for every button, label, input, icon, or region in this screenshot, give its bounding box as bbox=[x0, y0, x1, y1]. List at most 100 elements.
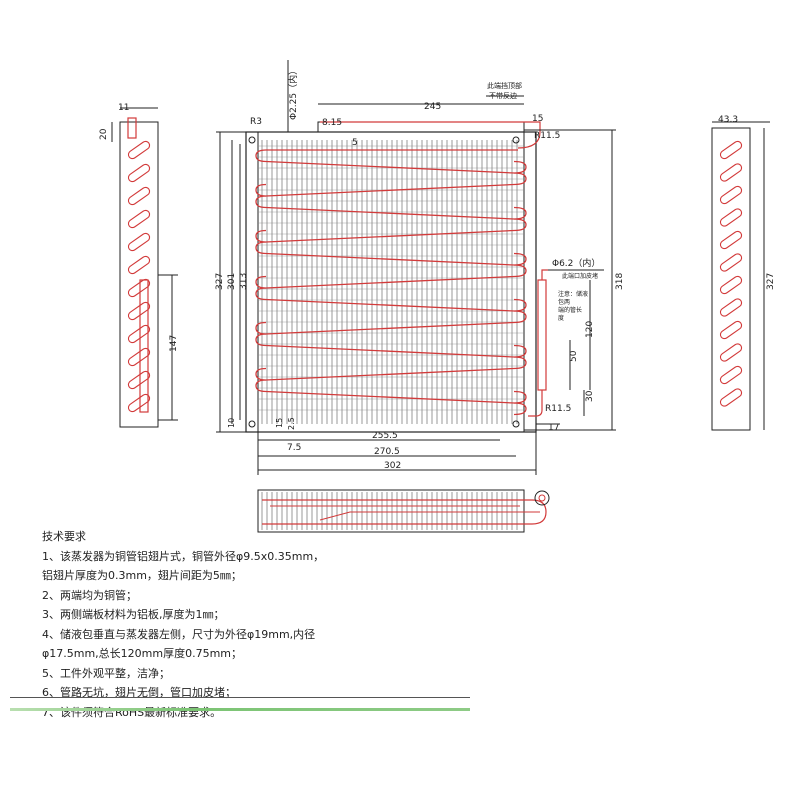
dim-side-20: 20 bbox=[99, 128, 109, 140]
dim-245: 245 bbox=[424, 102, 441, 112]
left-side-view: 147 11 20 bbox=[99, 103, 179, 428]
dim-r11-5-top: R11.5 bbox=[534, 131, 560, 141]
tube-slot bbox=[127, 324, 151, 344]
tube-bend bbox=[255, 229, 267, 243]
tube-slot bbox=[127, 232, 151, 252]
front-view: 327 301 313 318 Φ6.2（内） 此端口加皮堵 注意：储液 包两 … bbox=[215, 60, 625, 475]
dim-15-bottom: 15 bbox=[275, 418, 284, 428]
technical-requirements: 技术要求 1、该蒸发器为铜管铝翅片式，铜管外径φ9.5x0.35mm， 铝翅片厚… bbox=[42, 527, 462, 722]
tube-slot bbox=[127, 140, 151, 160]
tube-slot bbox=[719, 298, 743, 317]
dim-2-5: 2.5 bbox=[287, 417, 296, 430]
bottom-plan-view bbox=[257, 489, 550, 533]
tech-req-item: 4、储液包垂直与蒸发器左侧，尺寸为外径φ19mm,内径 bbox=[42, 627, 316, 641]
note-pipe-plug: 此端口加皮堵 bbox=[562, 272, 598, 280]
tube-slot-outline bbox=[719, 253, 743, 272]
tube-slot bbox=[719, 343, 743, 362]
tube-path bbox=[255, 149, 527, 416]
tube-slot-outline bbox=[127, 209, 151, 229]
tube-slot-outline bbox=[127, 301, 151, 321]
dim-17: 17 bbox=[548, 423, 559, 433]
tube-slot bbox=[719, 208, 743, 227]
dim-10: 10 bbox=[227, 418, 236, 428]
dim-15-top: 15 bbox=[532, 114, 543, 124]
tube-bend bbox=[513, 206, 527, 220]
dim-270-5: 270.5 bbox=[374, 447, 400, 457]
tech-req-title: 技术要求 bbox=[42, 530, 86, 543]
tube-bend bbox=[513, 344, 527, 358]
left-side-tube-slots bbox=[127, 140, 151, 413]
dim-147: 147 bbox=[169, 335, 179, 352]
tube-slot bbox=[719, 320, 743, 340]
dim-5: 5 bbox=[352, 138, 358, 148]
tube-slot bbox=[719, 230, 743, 250]
tube-slot bbox=[719, 365, 743, 385]
tube-slot-outline bbox=[719, 275, 743, 295]
divider-accent bbox=[10, 708, 470, 711]
tech-req-item: 铝翅片厚度为0.3mm，翅片间距为5㎜； bbox=[42, 569, 242, 582]
tech-req-item: 7、该件须符合RoHS最新标准要求。 bbox=[42, 705, 222, 719]
note-side-2: 包两 bbox=[558, 298, 570, 306]
note-top-1: 此端挡顶部 bbox=[487, 81, 522, 90]
tube-slot-outline bbox=[127, 370, 151, 390]
tech-req-item: 2、两端均为铜管； bbox=[42, 588, 137, 602]
dim-313: 313 bbox=[239, 273, 249, 290]
tube-slot-outline bbox=[127, 255, 151, 275]
dim-phi6-2: Φ6.2（内） bbox=[552, 257, 600, 269]
dim-r3: R3 bbox=[250, 117, 262, 127]
tube-slot-outline bbox=[127, 232, 151, 252]
note-top-2: 不带反边 bbox=[489, 91, 517, 100]
tube-slot bbox=[719, 253, 743, 272]
dim-30: 30 bbox=[585, 390, 595, 402]
dim-318: 318 bbox=[615, 273, 625, 290]
dim-phi2-25: Φ2.25（内） bbox=[287, 66, 299, 120]
dim-120: 120 bbox=[585, 321, 595, 338]
tech-req-item: 6、管路无坑，翅片无倒，管口加皮堵； bbox=[42, 686, 236, 699]
tube-slot bbox=[127, 255, 151, 275]
divider-line bbox=[10, 697, 470, 698]
dim-327: 327 bbox=[215, 273, 225, 290]
tube-bend bbox=[513, 252, 527, 266]
note-side-4: 度 bbox=[558, 314, 564, 322]
tube-bend bbox=[255, 183, 267, 197]
tube-slot bbox=[719, 140, 743, 160]
dim-r11-5-bottom: R11.5 bbox=[545, 404, 571, 414]
front-accumulator bbox=[537, 279, 547, 391]
tube-slot-outline bbox=[719, 208, 743, 227]
right-side-tube-slots bbox=[719, 140, 743, 407]
tech-req-item: φ17.5mm,总长120mm厚度0.75mm； bbox=[42, 647, 243, 660]
tube-slot-outline bbox=[719, 230, 743, 250]
tube-slot-outline bbox=[719, 343, 743, 362]
tube-slot bbox=[127, 163, 151, 183]
tube-slot bbox=[127, 347, 151, 367]
tube-slot-outline bbox=[127, 393, 151, 413]
tech-req-item: 5、工件外观平整，洁净； bbox=[42, 666, 170, 680]
tube-slot-outline bbox=[719, 140, 743, 160]
dim-43-3: 43.3 bbox=[718, 115, 738, 125]
tube-slot-outline bbox=[127, 140, 151, 160]
tech-req-item: 3、两侧端板材料为铝板,厚度为1㎜； bbox=[42, 608, 225, 621]
dim-302: 302 bbox=[384, 461, 401, 471]
tube-slot bbox=[719, 275, 743, 295]
tube-bend bbox=[513, 160, 527, 174]
tube-slot bbox=[127, 301, 151, 321]
dim-255-5: 255.5 bbox=[372, 431, 398, 441]
copper-tube-serpentine bbox=[255, 149, 527, 416]
tube-slot-outline bbox=[719, 298, 743, 317]
dim-8-15: 8.15 bbox=[322, 118, 342, 128]
tube-bend bbox=[513, 298, 527, 312]
dim-7-5: 7.5 bbox=[287, 443, 301, 453]
tube-slot-outline bbox=[719, 163, 743, 182]
tube-slot-outline bbox=[127, 324, 151, 344]
tube-slot-outline bbox=[127, 186, 151, 206]
tube-bend bbox=[255, 321, 267, 335]
dim-side-11: 11 bbox=[118, 103, 129, 113]
tube-slot bbox=[127, 278, 151, 298]
tube-slot bbox=[719, 185, 743, 205]
note-side-1: 注意：储液 bbox=[558, 290, 588, 298]
dim-right-327: 327 bbox=[766, 273, 776, 290]
left-accumulator bbox=[139, 279, 149, 413]
tube-slot-outline bbox=[127, 163, 151, 183]
tube-bend bbox=[255, 275, 267, 289]
